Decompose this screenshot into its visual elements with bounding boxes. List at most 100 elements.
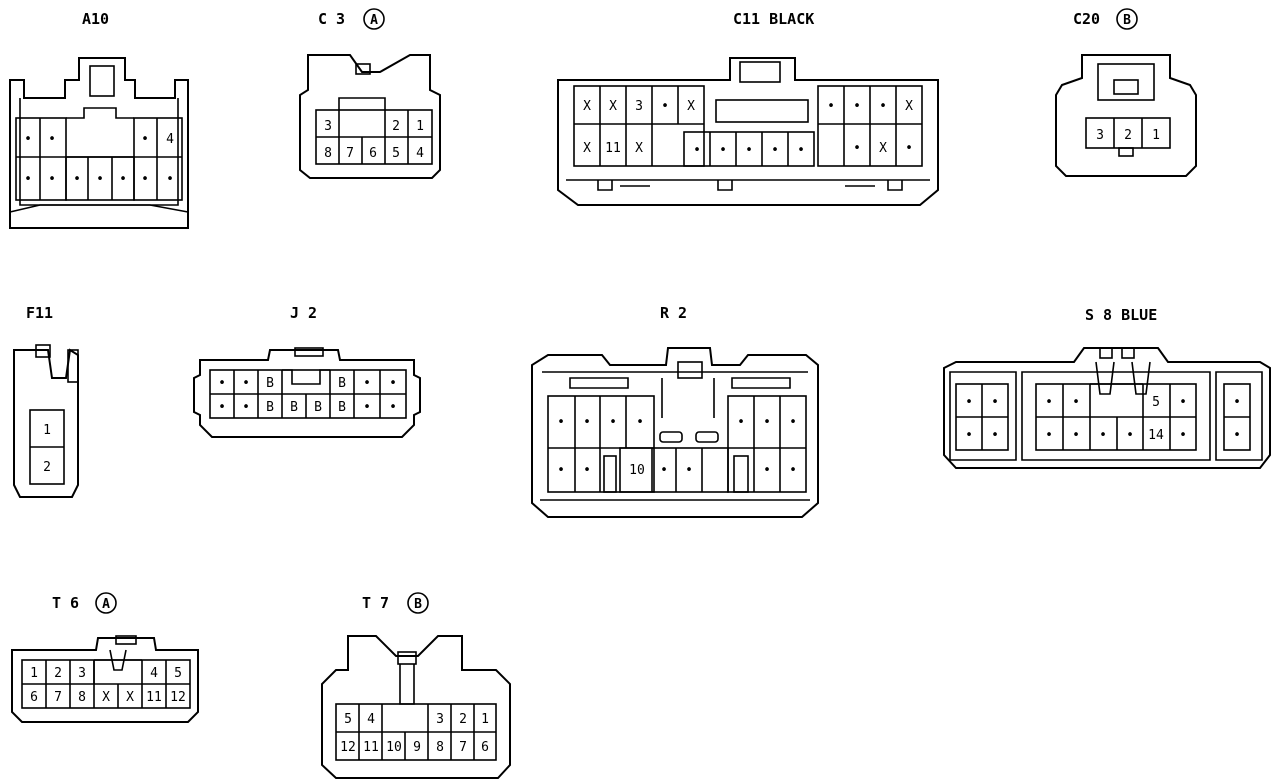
pin-label: 4 (150, 666, 158, 681)
circled-mark (363, 8, 385, 30)
pin-label: • (1099, 428, 1107, 443)
pin-label: • (965, 428, 973, 443)
pin-label: 3 (324, 119, 332, 134)
pin-label: • (719, 143, 727, 158)
pin-label: • (797, 143, 805, 158)
pin-label: • (218, 400, 226, 415)
pin-label: • (737, 415, 745, 430)
pin-label: 2 (459, 712, 467, 727)
connector-c11: C11 BLACK X X 3 • (557, 10, 939, 206)
pin-label: • (48, 172, 56, 187)
pin-label: 5 (392, 146, 400, 161)
pin-label: 8 (78, 690, 86, 705)
connector-label-f11: F11 (26, 304, 53, 322)
connector-label-c20: C20 (1073, 10, 1100, 28)
pin-label: 10 (629, 463, 645, 478)
pin-label: 1 (481, 712, 489, 727)
connector-label-r2: R 2 (660, 304, 687, 322)
pin-label: • (557, 463, 565, 478)
pin-label: • (363, 376, 371, 391)
pin-label: • (991, 428, 999, 443)
pin-label: • (218, 376, 226, 391)
pin-label: • (583, 415, 591, 430)
pin-label: • (879, 99, 887, 114)
pin-label: 11 (363, 740, 379, 755)
connector-r2: R 2 • • • • • • (531, 304, 819, 518)
pin-label: • (609, 415, 617, 430)
pin-label: • (991, 395, 999, 410)
pin-label: • (763, 463, 771, 478)
pin-label: X (687, 99, 695, 114)
pin-label: 5 (1152, 395, 1160, 410)
pin-label: • (905, 141, 913, 156)
pin-label: 8 (436, 740, 444, 755)
pin-label: 1 (1152, 128, 1160, 143)
pin-label: 11 (146, 690, 162, 705)
pin-label: B (338, 400, 346, 415)
connector-s8: S 8 BLUE • • • • 5 • • • • (943, 306, 1271, 469)
pin-label: 7 (54, 690, 62, 705)
pin-grid-c11-left (573, 85, 705, 167)
pin-label: • (1045, 395, 1053, 410)
connector-j2: J 2 • • B B • • • • B B B B • • (193, 304, 421, 438)
pin-label: 2 (392, 119, 400, 134)
pin-label: • (789, 463, 797, 478)
pin-grid-c11-mid (683, 131, 815, 167)
pin-label: • (96, 172, 104, 187)
circled-letter: B (414, 597, 422, 612)
pin-label: • (141, 132, 149, 147)
pin-label: 2 (54, 666, 62, 681)
circled-mark (1116, 8, 1138, 30)
pin-label: • (141, 172, 149, 187)
pin-label: • (73, 172, 81, 187)
pin-grid-r2 (547, 378, 807, 493)
pin-label: • (661, 99, 669, 114)
pin-label: • (660, 463, 668, 478)
pin-label: 7 (459, 740, 467, 755)
connector-label-s8: S 8 BLUE (1085, 306, 1157, 324)
pin-label: • (389, 376, 397, 391)
pin-label: 1 (30, 666, 38, 681)
pin-label: • (1045, 428, 1053, 443)
pin-label: 10 (386, 740, 402, 755)
circled-letter: A (370, 13, 378, 28)
pins-a10: • • • 4 • • • • • • • (24, 132, 174, 187)
pin-label: • (853, 141, 861, 156)
pin-label: 4 (166, 132, 174, 147)
pin-label: • (389, 400, 397, 415)
pin-label: 12 (340, 740, 356, 755)
pin-label: 4 (367, 712, 375, 727)
pin-label: 3 (1096, 128, 1104, 143)
circled-letter: A (102, 597, 110, 612)
pin-label: • (1233, 428, 1241, 443)
pin-label: 1 (43, 423, 51, 438)
pin-label: 6 (30, 690, 38, 705)
pin-label: B (290, 400, 298, 415)
connector-f11: F11 1 2 (13, 304, 79, 498)
pin-grid-s8 (955, 383, 1251, 451)
connector-label-t6: T 6 (52, 594, 79, 612)
pin-label: • (583, 463, 591, 478)
pin-label: 2 (1124, 128, 1132, 143)
pin-label: • (771, 143, 779, 158)
pin-label: • (1072, 395, 1080, 410)
pin-grid-t7 (335, 703, 497, 761)
pin-label: 3 (436, 712, 444, 727)
pin-label: • (1072, 428, 1080, 443)
pin-label: 5 (174, 666, 182, 681)
pin-label: • (789, 415, 797, 430)
pin-label: X (609, 99, 617, 114)
circled-mark (407, 592, 429, 614)
pin-label: • (853, 99, 861, 114)
pin-label: 4 (416, 146, 424, 161)
pin-label: 11 (605, 141, 621, 156)
pin-label: 14 (1148, 428, 1164, 443)
pin-label: • (363, 400, 371, 415)
pin-label: • (965, 395, 973, 410)
pin-label: • (1179, 428, 1187, 443)
circled-letter: B (1123, 13, 1131, 28)
pin-label: X (905, 99, 913, 114)
connector-t6: T 6 A 1 2 3 4 5 6 7 8 X X 11 12 (11, 592, 199, 723)
connector-c3: C 3 A 3 2 1 8 7 6 5 4 (299, 8, 441, 179)
